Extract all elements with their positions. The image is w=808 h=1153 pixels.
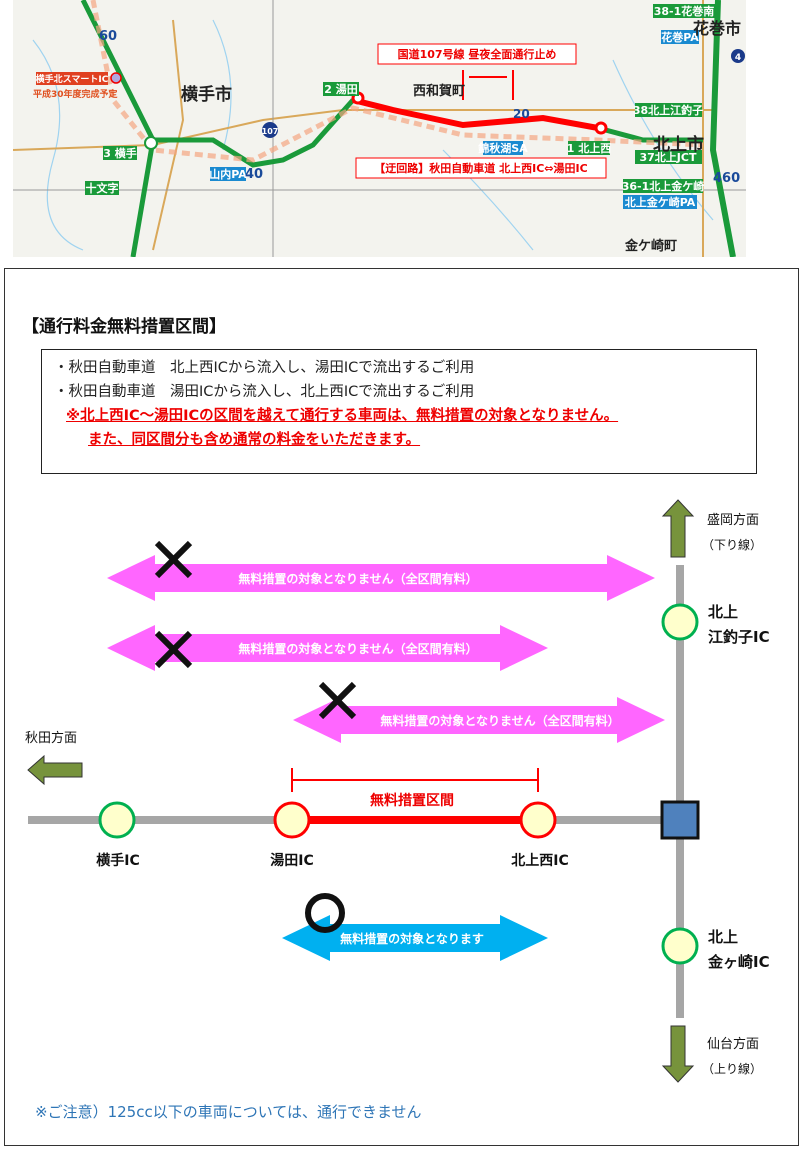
- kanegasaki-label-2: 金ヶ崎IC: [707, 953, 770, 971]
- yokote-ic-label: 横手IC: [96, 852, 139, 869]
- yuda-ic-label: 湯田IC: [270, 852, 313, 869]
- down-arrow-icon: [661, 1025, 695, 1083]
- not-free-label-3: 無料措置の対象となりません（全区間有料）: [380, 713, 619, 728]
- down-line-label: （下り線）: [702, 537, 762, 552]
- left-arrow-icon: [27, 754, 83, 786]
- kanegasaki-label: 36-1北上金ケ崎: [622, 179, 705, 193]
- smart-ic-note: 平成30年度完成予定: [33, 88, 119, 100]
- yuda-ic-label: 2 湯田: [324, 82, 357, 96]
- kitakami-jct-node: [660, 800, 700, 840]
- not-free-arrow-3: 無料措置の対象となりません（全区間有料）: [293, 697, 665, 743]
- closure-label: 国道107号線 昼夜全面通行止め: [398, 47, 557, 61]
- route-map: 国道107号線 昼夜全面通行止め 【迂回路】秋田自動車道 北上西IC⇔湯田IC …: [13, 0, 746, 257]
- kitakami-city: 北上市: [653, 134, 704, 155]
- route-4-sign: 4: [735, 53, 741, 63]
- warning-line-1: ※北上西IC～湯田ICの区間を越えて通行する車両は、無料措置の対象となりません。: [66, 408, 619, 424]
- smart-ic-label: 横手北スマートIC: [36, 73, 109, 85]
- ezuriko-label-1: 北上: [708, 603, 738, 621]
- km-60: 60: [99, 29, 117, 44]
- free-section-bracket: [291, 768, 539, 792]
- kanegasaki-town: 金ケ崎町: [624, 238, 677, 254]
- ezuriko-label-2: 江釣子IC: [708, 628, 770, 646]
- hanamaki-minami-label: 38-1花巻南: [654, 4, 715, 18]
- up-line-label: （上り線）: [702, 1061, 762, 1076]
- yokote-city: 横手市: [181, 84, 232, 105]
- kitakami-nishi-label: 1 北上西: [567, 141, 611, 155]
- free-label: 無料措置の対象となります: [340, 931, 484, 946]
- jct-label: 37北上JCT: [640, 150, 697, 164]
- nishiwaga-town: 西和賀町: [413, 83, 465, 99]
- not-free-label-1: 無料措置の対象となりません（全区間有料）: [238, 571, 477, 586]
- not-free-label-2: 無料措置の対象となりません（全区間有料）: [238, 641, 477, 656]
- caution-note: ※ご注意）125cc以下の車両については、通行できません: [35, 1103, 422, 1121]
- free-section-diagram: 無料措置区間 無料措置の対象となりません（全区間有料） 無料措置の対象となりませ…: [25, 499, 770, 1083]
- km-460: 460: [713, 171, 740, 186]
- cross-icon: [318, 681, 357, 720]
- hanamaki-pa-label: 花巻PA: [661, 30, 699, 44]
- hanamaki-city: 花巻市: [693, 19, 741, 38]
- yuda-ic-node: [273, 801, 311, 839]
- warning-line-2: また、同区間分も含め通常の料金をいただきます。: [88, 432, 421, 448]
- free-arrow: 無料措置の対象となります: [282, 915, 548, 961]
- info-line-2: ・秋田自動車道 湯田ICから流入し、北上西ICで流出するご利用: [54, 384, 475, 400]
- kanegasaki-label-1: 北上: [708, 928, 738, 946]
- nishikiko-sa-label: 錦秋湖SA: [478, 141, 528, 155]
- detour-label: 【迂回路】秋田自動車道 北上西IC⇔湯田IC: [374, 161, 587, 175]
- kitakami-nishi-ic-node: [519, 801, 557, 839]
- yokote-ic-label: 3 横手: [103, 146, 136, 160]
- km-20: 20: [513, 107, 530, 121]
- km-40: 40: [245, 167, 263, 182]
- sannai-pa-label: 山内PA: [209, 167, 247, 181]
- not-free-arrow-2: 無料措置の対象となりません（全区間有料）: [107, 625, 548, 671]
- free-section-label: 無料措置区間: [370, 792, 454, 809]
- info-box: ・秋田自動車道 北上西ICから流入し、湯田ICで流出するご利用 ・秋田自動車道 …: [41, 349, 757, 474]
- kanegasaki-ic-node: [661, 927, 699, 965]
- cross-icon: [154, 540, 193, 579]
- section-title: 【通行料金無料措置区間】: [22, 317, 226, 337]
- ezuriko-label: 38北上江釣子: [633, 103, 703, 117]
- not-free-arrow-1: 無料措置の対象となりません（全区間有料）: [107, 555, 655, 601]
- kitakami-nishi-ic-label: 北上西IC: [511, 853, 568, 869]
- circle-ok-icon: [305, 893, 345, 933]
- akita-label: 秋田方面: [25, 730, 77, 746]
- up-arrow-icon: [661, 499, 695, 558]
- jumonji-label: 十文字: [86, 181, 119, 195]
- info-line-1: ・秋田自動車道 北上西ICから流入し、湯田ICで流出するご利用: [54, 360, 475, 376]
- yokote-ic-node: [98, 801, 136, 839]
- diagram-frame: [4, 268, 799, 1146]
- morioka-label: 盛岡方面: [707, 512, 759, 528]
- route-107-sign: 107: [262, 127, 279, 136]
- kanegasaki-pa-label: 北上金ケ崎PA: [625, 195, 696, 209]
- sendai-label: 仙台方面: [707, 1036, 759, 1052]
- cross-icon: [154, 630, 193, 669]
- ezuriko-ic-node: [661, 603, 699, 641]
